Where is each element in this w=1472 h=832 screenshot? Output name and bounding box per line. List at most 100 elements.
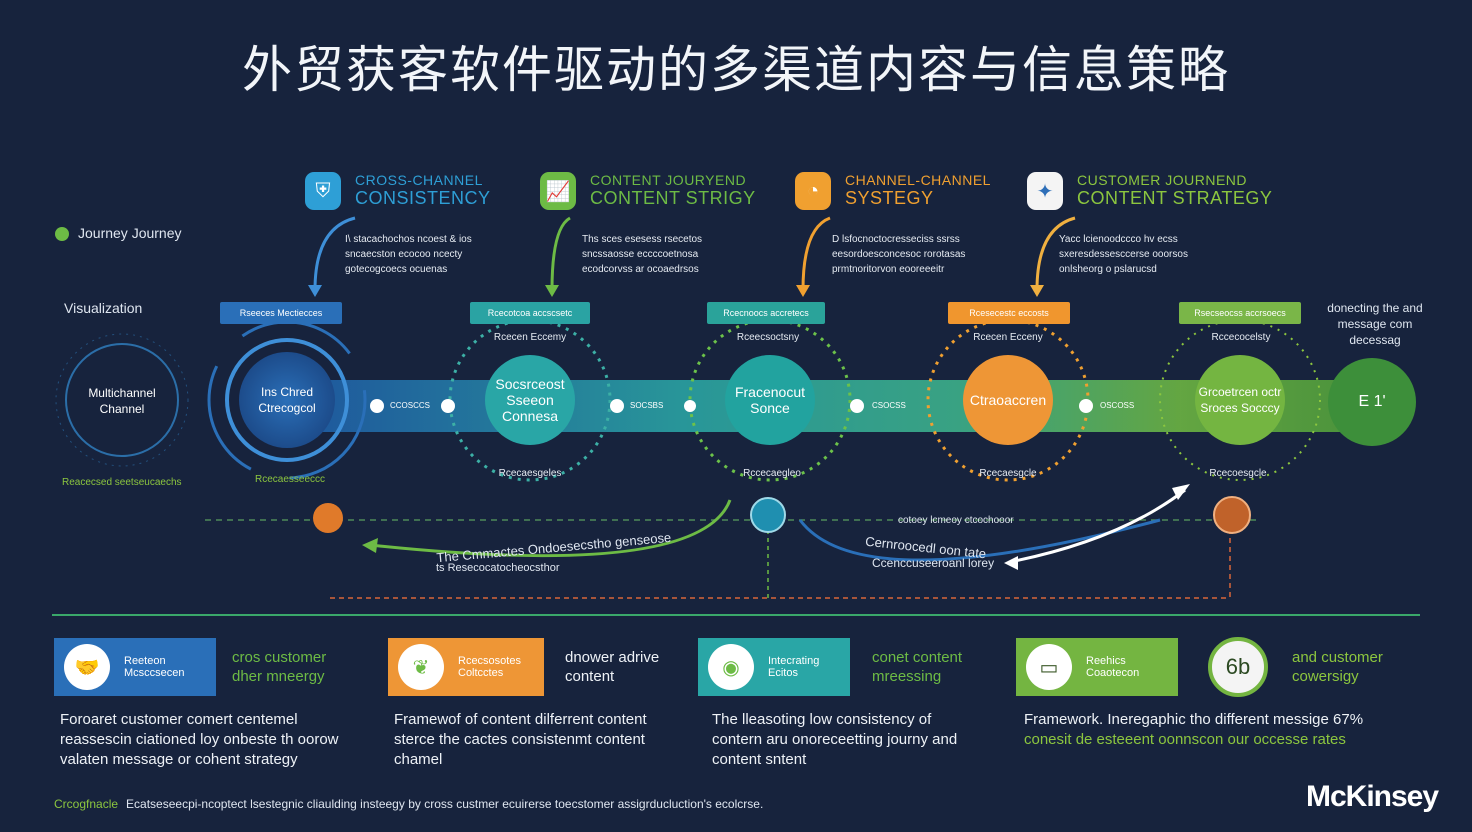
stage-tag: Rsecseocss accrsoecs — [1179, 302, 1301, 324]
desc-line: contern aru onoreceetting journy and — [712, 731, 958, 748]
header-cross-channel: ⛨ CROSS-CHANNEL CONSISTENCY — [305, 172, 491, 210]
side-line: mreessing — [872, 668, 942, 685]
side-line: dher mneergy — [232, 668, 325, 685]
chat-icon: ◔ — [795, 172, 831, 210]
box-label: Rcecsosotes — [458, 655, 521, 667]
stat-badge: 6b — [1208, 637, 1268, 697]
stage-bottom-label: Rcecoesgcle — [1209, 468, 1267, 479]
stage-top-label: Rccecocelsty — [1211, 332, 1271, 343]
header-desc-2: Ths sces esesess rsecetos sncssaosse ecc… — [582, 232, 757, 277]
box-side-text: dnower adrive content — [565, 648, 659, 686]
desc-line: eesordoesconcesoc rorotasas — [832, 249, 966, 260]
left-caption: Reacecsed seetseucaechs — [62, 477, 182, 488]
desc-line: Foroaret customer comert centemel — [60, 711, 298, 728]
desc-line: conesit de esteeent oonnscon our occesse… — [1024, 731, 1346, 748]
visualization-label: Visualization — [64, 300, 143, 316]
desc-line: valaten message or cohent strategy — [60, 751, 298, 768]
side-line: content — [565, 668, 615, 685]
desc-line: Ths sces esesess rsecetos — [582, 234, 703, 245]
header-line2: SYSTEGY — [845, 188, 934, 208]
desc-line: sxeresdessesccerse ooorsos — [1059, 249, 1188, 260]
bottom-desc-3: The lleasoting low consistency of conter… — [712, 710, 992, 770]
node-ring-2 — [448, 318, 612, 482]
stage-node: Ctraoaccren — [963, 355, 1053, 445]
desc-line: D lsfocnoctocresseciss ssrss — [832, 234, 960, 245]
stage-top-label: Rceecsoctsny — [736, 332, 800, 343]
box-label: Coaotecon — [1086, 667, 1140, 679]
header-desc-1: I\ stacachochos ncoest & ios sncaecston … — [345, 232, 520, 277]
footer: Crcogfnacle Ecatseseecpi-ncoptect lseste… — [54, 797, 763, 811]
desc-line: sterce the cactes consistenmt content — [394, 731, 645, 748]
handshake-icon: 🤝 — [64, 644, 110, 690]
desc-line: onlsheorg o pslarucsd — [1059, 264, 1157, 275]
stage-bottom-label: Rcecaesgcle — [979, 468, 1037, 479]
header-line1: CONTENT JOURYEND — [590, 172, 747, 188]
stage-tag: Rcesecestc eccosts — [948, 302, 1070, 324]
bottom-desc-1: Foroaret customer comert centemel reasse… — [60, 710, 380, 770]
header-line1: CROSS-CHANNEL — [355, 172, 483, 188]
stage-top-label: Rcecen Eccemy — [493, 332, 567, 343]
stage-tag: Rseeces Mectiecces — [220, 302, 342, 324]
start-ring — [65, 343, 179, 457]
page-title: 外贸获客软件驱动的多渠道内容与信息策略 — [242, 41, 1230, 99]
side-line: and customer — [1292, 649, 1383, 666]
start-node-label: Multichannel Channel — [88, 386, 156, 416]
stage-tag: Rcecotcoa accscsetc — [470, 302, 590, 324]
box-side-text: and customer cowersigy — [1292, 648, 1383, 686]
globe-icon: ✦ — [1027, 172, 1063, 210]
desc-line: sncaecston ecocoo ncecty — [345, 249, 463, 260]
stage-node: Ins Chred Ctrecogcol — [239, 352, 335, 448]
header-line1: CUSTOMER JOURNEND — [1077, 172, 1248, 188]
header-customer-journey: ✦ CUSTOMER JOURNEND CONTENT STRATEGY — [1027, 172, 1272, 210]
connector-label: OSCOSS — [1100, 401, 1135, 410]
connector-label: SOCSBS — [630, 401, 664, 410]
stage-node: Socsrceost Sseeon Connesa — [485, 355, 575, 445]
header-line1: CHANNEL-CHANNEL — [845, 172, 991, 188]
header-content-journey: 📈 CONTENT JOURYEND CONTENT STRIGY — [540, 172, 756, 210]
shield-icon: ⛨ — [305, 172, 341, 210]
box-label: Reeteon — [124, 655, 166, 667]
desc-line: Yacc lcienoodccco hv ecss — [1059, 234, 1178, 245]
node-ring-3 — [688, 318, 852, 482]
connector-label: CSOCSS — [872, 401, 906, 410]
bottom-desc-2: Framewof of content dilferrent content s… — [394, 710, 684, 770]
mid-label: cotoey lcmeoy ctcochooor — [898, 515, 1014, 526]
lower-arc-label: Ccenccuseeroanl lorey — [872, 556, 995, 570]
footer-lead: Crcogfnacle — [54, 797, 119, 811]
header-line2: CONTENT STRATEGY — [1077, 188, 1273, 208]
header-desc-4: Yacc lcienoodccco hv ecss sxeresdessescc… — [1059, 232, 1234, 277]
connector-label: CCOSCCS — [390, 401, 431, 410]
bottom-desc-4: Framework. Ineregaphic tho different mes… — [1024, 710, 1424, 750]
legend-label: Journey Journey — [78, 225, 182, 241]
side-line: cowersigy — [1292, 668, 1359, 685]
desc-line: ecodcorvss ar ocoaedrsos — [582, 264, 699, 275]
box-label: Ecitos — [768, 667, 798, 679]
stage-tag: Rcecnoocs accretecs — [707, 302, 825, 324]
end-node: E 1' — [1328, 358, 1416, 446]
desc-line: gotecogcoecs ocuenas — [345, 264, 448, 275]
header-line2: CONTENT STRIGY — [590, 188, 756, 208]
box-label: Mcsccsecen — [124, 667, 185, 679]
box-label: Intecrating — [768, 655, 820, 667]
side-line: dnower adrive — [565, 649, 660, 666]
stage-bottom-label: Rcecaesseeccc — [254, 474, 326, 485]
stage-bottom-label: Rcecaesgeles — [498, 468, 562, 479]
desc-line: chamel — [394, 751, 443, 768]
stage-top-label: Rcecen Ecceny — [973, 332, 1043, 343]
desc-line: Framework. Ineregaphic tho different mes… — [1024, 711, 1364, 728]
box-label: Reehics — [1086, 655, 1126, 667]
header-channel-systegy: ◔ CHANNEL-CHANNEL SYSTEGY — [795, 172, 991, 210]
vr-icon: ▭ — [1026, 644, 1072, 690]
header-desc-3: D lsfocnoctocresseciss ssrss eesordoesco… — [832, 232, 1007, 277]
leaf-icon: ❦ — [398, 644, 444, 690]
header-line2: CONSISTENCY — [355, 188, 491, 208]
desc-line: I\ stacachochos ncoest & ios — [345, 234, 472, 245]
lower-arc-label: ts Resecocatocheocsthor — [436, 562, 560, 574]
stage-node: Fracenocut Sonce — [725, 355, 815, 445]
desc-line: Framewof of content dilferrent content — [394, 711, 647, 728]
desc-line: content sntent — [712, 751, 807, 768]
